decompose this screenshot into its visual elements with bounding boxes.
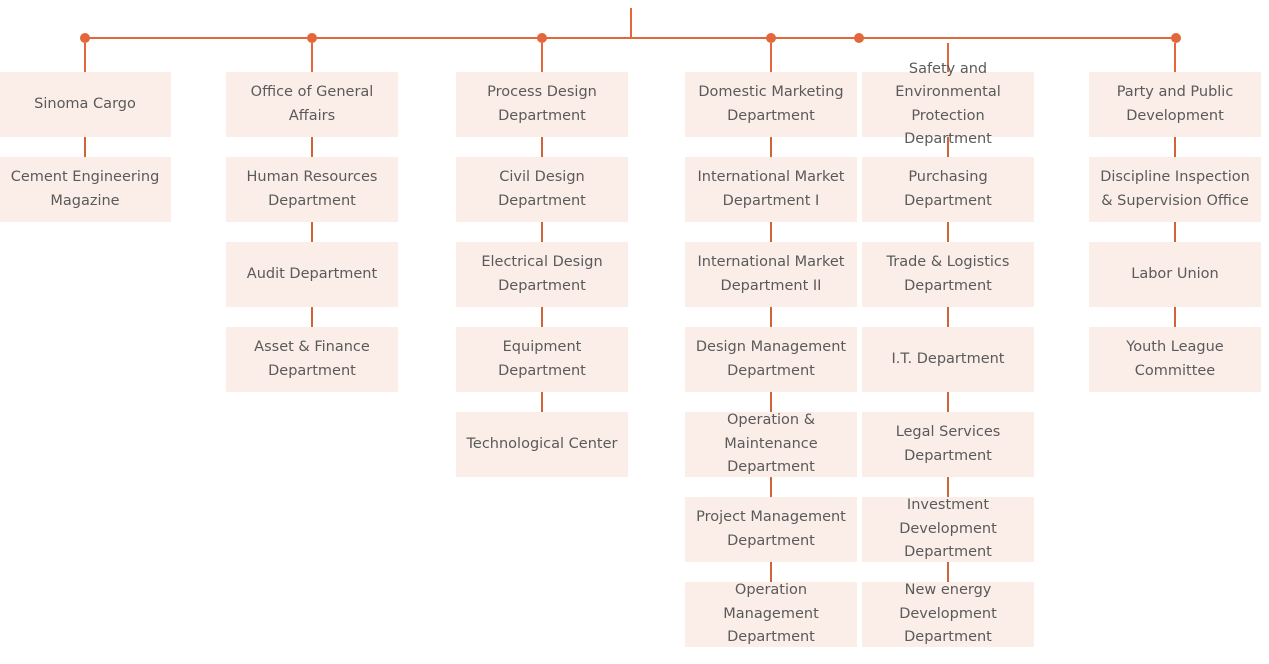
- org-node-box[interactable]: Office of General Affairs: [226, 72, 398, 137]
- org-node-label: Design Management Department: [695, 339, 847, 379]
- org-node-label: Office of General Affairs: [250, 84, 374, 124]
- org-node-label: Investment Development Department: [899, 497, 997, 561]
- org-node-box[interactable]: Electrical Design Department: [456, 222, 628, 307]
- connector-drop-line: [770, 43, 772, 72]
- org-node-box[interactable]: Technological Center: [456, 392, 628, 477]
- org-node-label: Cement Engineering Magazine: [10, 169, 160, 209]
- org-node-label: Safety and Environmental Protection Depa…: [895, 60, 1001, 147]
- org-node-label: Sinoma Cargo: [34, 95, 136, 112]
- rail-node-dot[interactable]: [1171, 33, 1181, 43]
- org-node-label: Civil Design Department: [498, 169, 586, 209]
- org-node-box[interactable]: Investment Development Department: [862, 477, 1034, 562]
- connector-drop-line: [311, 43, 313, 72]
- org-node-box[interactable]: Legal Services Department: [862, 392, 1034, 477]
- org-node-box[interactable]: Sinoma Cargo: [0, 72, 171, 137]
- org-node-label: Labor Union: [1131, 265, 1219, 282]
- org-node-box[interactable]: International Market Department II: [685, 222, 857, 307]
- rail-node-dot[interactable]: [307, 33, 317, 43]
- org-node-box[interactable]: New energy Development Department: [862, 562, 1034, 647]
- org-node-label: Technological Center: [466, 435, 618, 452]
- rail-node-dot[interactable]: [80, 33, 90, 43]
- connector-drop-line: [84, 43, 86, 72]
- org-node-label: Human Resources Department: [246, 169, 378, 209]
- org-node-box[interactable]: Purchasing Department: [862, 137, 1034, 222]
- org-node-label: Electrical Design Department: [481, 254, 603, 294]
- org-node-label: Youth League Committee: [1126, 339, 1224, 379]
- connector-drop-line: [1174, 43, 1176, 72]
- org-node-box[interactable]: Cement Engineering Magazine: [0, 137, 171, 222]
- org-node-label: Asset & Finance Department: [254, 339, 370, 379]
- org-node-label: Operation & Maintenance Department: [724, 412, 818, 476]
- rail-node-dot[interactable]: [537, 33, 547, 43]
- connector-drop-line: [541, 43, 543, 72]
- org-node-box[interactable]: I.T. Department: [862, 307, 1034, 392]
- org-node-box[interactable]: Youth League Committee: [1089, 307, 1261, 392]
- org-node-label: Party and Public Development: [1116, 84, 1234, 124]
- org-node-label: New energy Development Department: [899, 582, 997, 646]
- org-node-label: International Market Department II: [697, 254, 845, 294]
- org-node-box[interactable]: Design Management Department: [685, 307, 857, 392]
- org-node-box[interactable]: Operation & Maintenance Department: [685, 392, 857, 477]
- org-node-label: Process Design Department: [487, 84, 597, 124]
- connector-rail-horizontal: [85, 37, 1176, 39]
- org-node-box[interactable]: Trade & Logistics Department: [862, 222, 1034, 307]
- org-node-box[interactable]: Equipment Department: [456, 307, 628, 392]
- org-node-label: I.T. Department: [891, 350, 1005, 367]
- org-node-box[interactable]: Audit Department: [226, 222, 398, 307]
- org-node-label: International Market Department I: [697, 169, 845, 209]
- connector-drop-line: [947, 43, 949, 72]
- org-node-box[interactable]: Labor Union: [1089, 222, 1261, 307]
- org-node-label: Operation Management Department: [723, 582, 819, 646]
- org-column-col-safety-environmental: Safety and Environmental Protection Depa…: [862, 61, 1034, 647]
- connector-parent-stub: [630, 8, 632, 38]
- org-node-box[interactable]: Party and Public Development: [1089, 72, 1261, 137]
- org-node-label: Domestic Marketing Department: [698, 84, 844, 124]
- org-node-label: Purchasing Department: [904, 169, 992, 209]
- org-node-box[interactable]: Human Resources Department: [226, 137, 398, 222]
- org-node-label: Equipment Department: [498, 339, 586, 379]
- org-node-box[interactable]: Civil Design Department: [456, 137, 628, 222]
- org-node-box[interactable]: Domestic Marketing Department: [685, 72, 857, 137]
- org-node-label: Discipline Inspection & Supervision Offi…: [1100, 169, 1250, 209]
- org-node-label: Project Management Department: [696, 509, 846, 549]
- org-node-label: Legal Services Department: [895, 424, 1001, 464]
- org-node-box[interactable]: Safety and Environmental Protection Depa…: [862, 61, 1034, 147]
- rail-node-dot[interactable]: [766, 33, 776, 43]
- org-node-box[interactable]: Asset & Finance Department: [226, 307, 398, 392]
- org-node-box[interactable]: Process Design Department: [456, 72, 628, 137]
- org-node-box[interactable]: Operation Management Department: [685, 562, 857, 647]
- org-node-label: Trade & Logistics Department: [886, 254, 1010, 294]
- org-node-label: Audit Department: [246, 265, 378, 282]
- org-node-box[interactable]: Project Management Department: [685, 477, 857, 562]
- rail-node-dot[interactable]: [854, 33, 864, 43]
- org-node-box[interactable]: Discipline Inspection & Supervision Offi…: [1089, 137, 1261, 222]
- org-node-box[interactable]: International Market Department I: [685, 137, 857, 222]
